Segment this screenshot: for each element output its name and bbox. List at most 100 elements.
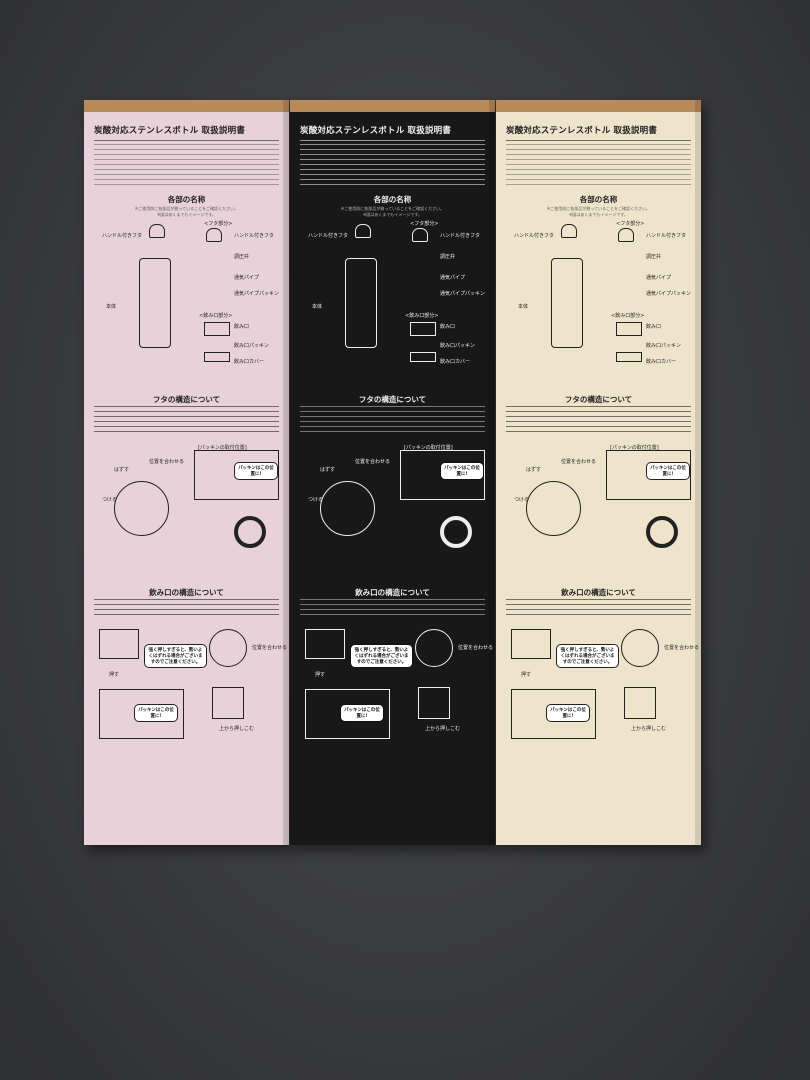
intro-text (506, 144, 691, 188)
packing-ring (646, 516, 678, 548)
mouth-illustration (410, 322, 436, 336)
label-packing-position: [パッキンの取付位置] (198, 445, 247, 451)
packing-ring (440, 516, 472, 548)
label-lid-assembly: <フタ部分> (204, 221, 233, 227)
parts-diagram: ハンドル付きフタ 本体 <フタ部分> ハンドル付きフタ 調圧弁 通気パイプ 通気… (506, 218, 691, 388)
mouth-packing-box (305, 689, 390, 739)
box-side-edge (489, 100, 495, 845)
mouth-part-illustration (99, 629, 139, 659)
label-mouth-cover: 飲み口カバー (440, 359, 471, 365)
parts-note: ※ご使用前に各部品が揃っていることをご確認ください。 (546, 206, 651, 211)
lid-cross-section (320, 481, 375, 536)
label-pressure-valve: 調圧弁 (440, 254, 456, 260)
mouth-illustration (204, 322, 230, 336)
mouth-structure-heading: 飲み口の構造について (561, 588, 636, 597)
mouth-packing-callout: パッキンはこの位置に! (134, 704, 178, 722)
label-vent-pipe-packing: 通気パイプパッキン (234, 291, 279, 297)
lid-structure-diagram: はずす つける 位置を合わせる [パッキンの取付位置] パッキンはこの位置に! (94, 436, 279, 581)
bottle-illustration (139, 258, 171, 348)
mouth-packing-callout: パッキンはこの位置に! (546, 704, 590, 722)
parts-heading: 各部の名称 (167, 195, 206, 204)
intro-text (300, 144, 485, 188)
label-body: 本体 (312, 304, 323, 310)
lid-structure-text (300, 406, 485, 436)
packing-callout: パッキンはこの位置に! (646, 462, 690, 480)
label-mouth-assembly: <飲み口部分> (199, 313, 233, 319)
packing-callout: パッキンはこの位置に! (440, 462, 484, 480)
lid-illustration (149, 224, 165, 238)
box-title: 炭酸対応ステンレスボトル 取扱説明書 (506, 126, 658, 136)
label-handle-lid: ハンドル付きフタ (514, 233, 555, 239)
label-mouth-assembly: <飲み口部分> (405, 313, 439, 319)
box-top-edge (290, 100, 495, 112)
lid-structure-heading: フタの構造について (564, 395, 633, 404)
label-pressure-valve: 調圧弁 (646, 254, 662, 260)
label-press-from-top: 上から押しこむ (631, 726, 667, 732)
label-pressure-valve: 調圧弁 (234, 254, 250, 260)
warning-callout: 強く押しすぎると、勢いよくはずれる場合がございますのでご注意ください。 (350, 644, 413, 668)
label-mouth-assembly: <飲み口部分> (611, 313, 645, 319)
label-attach: つける (102, 497, 118, 503)
mouth-structure-heading: 飲み口の構造について (355, 588, 430, 597)
label-vent-pipe: 通気パイプ (440, 275, 466, 281)
mouth-packing-box (511, 689, 596, 739)
lid-detail-illustration (206, 228, 222, 242)
label-align: 位置を合わせる (149, 459, 185, 465)
label-push: 押す (109, 672, 120, 678)
mouth-cover-illustration (616, 352, 642, 362)
mouth-packing-callout: パッキンはこの位置に! (340, 704, 384, 722)
lid-detail-illustration (412, 228, 428, 242)
bottle-illustration (551, 258, 583, 348)
intro-text (94, 144, 279, 188)
box-top-edge (84, 100, 289, 112)
instruction-box-cream: 炭酸対応ステンレスボトル 取扱説明書 各部の名称 ※ご使用前に各部品が揃っている… (496, 100, 701, 845)
lid-structure-text (94, 406, 279, 436)
label-align: 位置を合わせる (355, 459, 391, 465)
mouth-structure-diagram: 押す 強く押しすぎると、勢いよくはずれる場合がございますのでご注意ください。 位… (506, 599, 699, 759)
label-vent-pipe-packing: 通気パイプパッキン (646, 291, 691, 297)
packing-position-box (400, 450, 485, 500)
parts-diagram: ハンドル付きフタ 本体 <フタ部分> ハンドル付きフタ 調圧弁 通気パイプ 通気… (300, 218, 485, 388)
mouth-cover-illustration (204, 352, 230, 362)
label-align-position: 位置を合わせる (664, 645, 700, 651)
label-mouth: 飲み口 (234, 324, 250, 330)
parts-diagram: ハンドル付きフタ 本体 <フタ部分> ハンドル付きフタ 調圧弁 通気パイプ 通気… (94, 218, 279, 388)
mouth-cover-part (212, 687, 244, 719)
box-title: 炭酸対応ステンレスボトル 取扱説明書 (300, 126, 452, 136)
parts-note-2: ※図はあくまでもイメージです。 (157, 212, 216, 217)
mouth-illustration (616, 322, 642, 336)
mouth-structure-diagram: 押す 強く押しすぎると、勢いよくはずれる場合がございますのでご注意ください。 位… (94, 599, 287, 759)
label-attach: つける (308, 497, 324, 503)
instruction-box-pink: 炭酸対応ステンレスボトル 取扱説明書 各部の名称 ※ご使用前に各部品が揃っている… (84, 100, 289, 845)
label-press-from-top: 上から押しこむ (425, 726, 461, 732)
label-handle-lid-2: ハンドル付きフタ (646, 233, 687, 239)
label-mouth: 飲み口 (646, 324, 662, 330)
label-mouth-packing: 飲み口パッキン (234, 343, 269, 349)
packing-position-box (194, 450, 279, 500)
box-title: 炭酸対応ステンレスボトル 取扱説明書 (94, 126, 246, 136)
lid-cross-section (526, 481, 581, 536)
parts-heading: 各部の名称 (373, 195, 412, 204)
mouth-packing-box (99, 689, 184, 739)
label-mouth-packing: 飲み口パッキン (646, 343, 681, 349)
lid-structure-heading: フタの構造について (358, 395, 427, 404)
lid-structure-heading: フタの構造について (152, 395, 221, 404)
label-packing-position: [パッキンの取付位置] (610, 445, 659, 451)
box-side-edge (283, 100, 289, 845)
label-handle-lid: ハンドル付きフタ (102, 233, 143, 239)
label-remove: はずす (320, 467, 336, 473)
lid-structure-diagram: はずす つける 位置を合わせる [パッキンの取付位置] パッキンはこの位置に! (506, 436, 691, 581)
packing-position-box (606, 450, 691, 500)
label-push: 押す (521, 672, 532, 678)
label-align-position: 位置を合わせる (252, 645, 288, 651)
label-press-from-top: 上から押しこむ (219, 726, 255, 732)
packing-callout: パッキンはこの位置に! (234, 462, 278, 480)
mouth-part-illustration (305, 629, 345, 659)
parts-note-2: ※図はあくまでもイメージです。 (569, 212, 628, 217)
box-top-edge (496, 100, 701, 112)
lid-cross-section (114, 481, 169, 536)
label-align: 位置を合わせる (561, 459, 597, 465)
label-remove: はずす (114, 467, 130, 473)
label-vent-pipe-packing: 通気パイプパッキン (440, 291, 485, 297)
label-vent-pipe: 通気パイプ (234, 275, 260, 281)
